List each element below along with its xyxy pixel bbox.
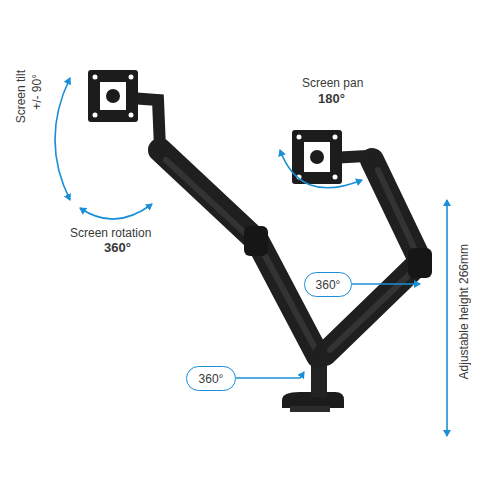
motion-label: 180° bbox=[318, 92, 345, 106]
motion-label: +/- 90° bbox=[30, 74, 44, 110]
tilt-arc bbox=[55, 78, 70, 200]
height-dimension-line bbox=[446, 200, 448, 436]
callout-text: 360° bbox=[199, 372, 224, 386]
left-arm bbox=[130, 98, 318, 356]
callout-box: 360° bbox=[186, 366, 236, 391]
vesa-plate-right bbox=[292, 130, 342, 184]
motion-label: Screen tilt bbox=[14, 70, 28, 123]
rotation-arc bbox=[80, 204, 152, 219]
vesa-plate-left bbox=[88, 70, 138, 122]
motion-label: Screen pan bbox=[302, 76, 363, 90]
callout-box: 360° bbox=[304, 272, 352, 297]
callout-leader bbox=[352, 283, 420, 285]
callout-leader bbox=[236, 372, 304, 378]
motion-label: Screen rotation bbox=[70, 226, 151, 240]
motion-label: Adjustable height 266mm bbox=[457, 244, 471, 379]
callout-text: 360° bbox=[316, 278, 341, 292]
pan-arc bbox=[280, 150, 362, 188]
motion-label: 360° bbox=[104, 241, 131, 255]
